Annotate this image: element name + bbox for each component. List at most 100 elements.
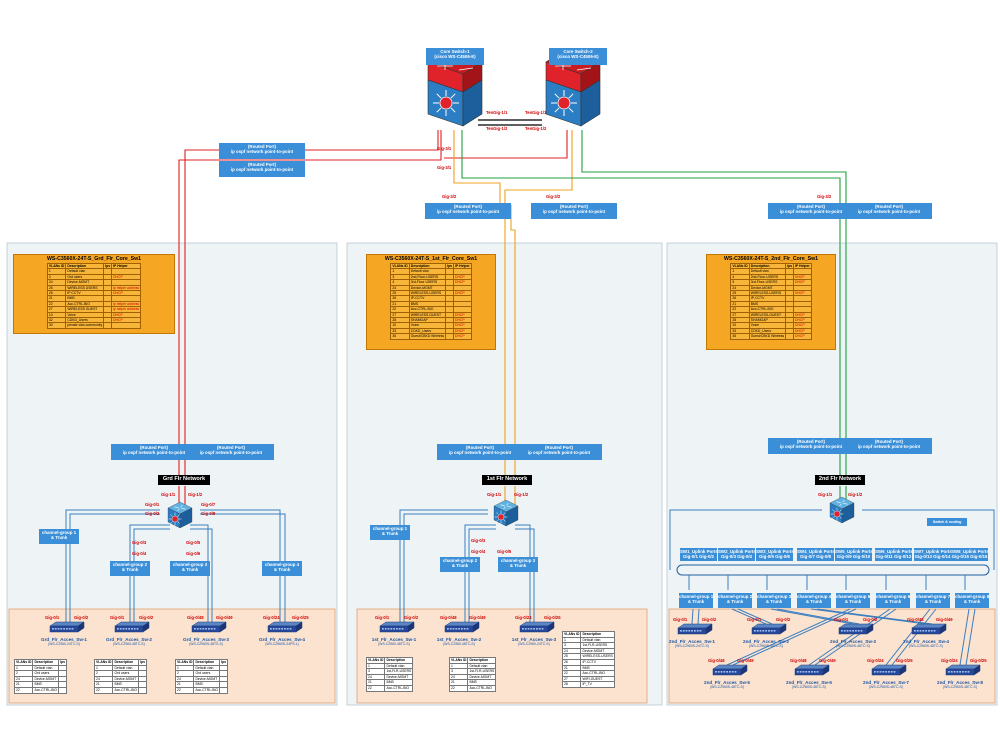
switch-model: (WS-C2960-48TC-S): [378, 642, 410, 646]
access-icon-part: [530, 628, 533, 630]
access-icon-part: [278, 628, 281, 630]
core-icon-part: [436, 107, 442, 113]
access-icon-part: [396, 628, 398, 630]
channel-group-name: channel-group 5: [836, 594, 870, 599]
channel-trunk: & Trunk: [924, 599, 942, 605]
switch-model: (WS-C2960S-48TC-S): [792, 685, 826, 689]
second-link: [808, 608, 891, 666]
access-icon-part: [122, 628, 125, 630]
switch-name: Grd_Flr_Acces_Sw-4: [259, 637, 305, 642]
routed-port-ospf: ip ospf network point-to-point: [779, 209, 843, 215]
grd-link: [200, 513, 286, 622]
access-icon-part: [387, 628, 390, 630]
core-icon-part: [462, 79, 483, 127]
grd-link: [190, 524, 209, 622]
first-link: [399, 509, 488, 622]
access-icon-part: [756, 630, 759, 632]
first-link: [403, 513, 488, 622]
routed-port-label: (Routed Port)ip ospf network point-to-po…: [188, 444, 274, 460]
access-icon-part: [705, 623, 713, 635]
column-header: VLANs ID: [390, 262, 410, 270]
first-link: [515, 528, 535, 622]
table-cell: DHCP: [453, 327, 472, 335]
routed-port-title: (Routed Port): [247, 144, 277, 149]
routed-port-title: (Routed Port): [796, 439, 826, 444]
port-label: Gig-3/2: [442, 194, 457, 199]
column-header: VLANs ID: [448, 657, 469, 664]
core-switch-1-name: Core Switch-1: [440, 49, 470, 54]
access-icon-part: [284, 628, 286, 630]
table-cell: [445, 333, 455, 340]
port-label: Gig-0/2: [145, 511, 160, 516]
access-icon-part: [54, 628, 57, 630]
channel-trunk: & Trunk: [50, 535, 68, 541]
table-cell: WIRELESS-USERS: [748, 289, 787, 297]
channel-group-label: channel-group 8& Trunk: [955, 593, 989, 608]
switch-icon-part: [500, 504, 505, 507]
access-switch-icon: [751, 623, 787, 635]
core-switch-2-name: Core Switch-2: [563, 49, 593, 54]
switch-routing-note: Switch & routing: [927, 518, 967, 526]
second-link: [732, 608, 857, 666]
table-cell: 3rd-Floor USERS: [408, 279, 447, 286]
first-link: [464, 524, 496, 622]
multilayer-switch-icon: [493, 499, 519, 527]
switch-model: (WS-C2960-48TC-S): [443, 642, 475, 646]
grd-link: [129, 524, 170, 622]
column-header: VLANs ID: [365, 657, 386, 664]
access-icon-part: [717, 671, 720, 673]
port-label: Gig-0/4: [471, 549, 486, 554]
access-icon-part: [393, 628, 395, 630]
core-icon-part: [450, 107, 456, 113]
second-link: [816, 608, 933, 625]
switch-icon-part: [833, 510, 841, 518]
access-icon-part: [973, 664, 981, 676]
uplink-ports-name: SW8_Uplink Ports: [951, 549, 988, 554]
channel-group-name: channel-group 1: [679, 594, 713, 599]
access-icon-part: [879, 671, 882, 673]
channel-group-label: channel-group 2& Trunk: [110, 561, 150, 576]
routed-port-label: (Routed Port)ip ospf network point-to-po…: [846, 438, 932, 454]
routed-port-title: (Routed Port): [453, 204, 483, 209]
switch-name: 1st_Flr_Acces_Sw-3: [511, 637, 557, 642]
column-header: Ips: [785, 262, 795, 270]
channel-group-name: channel-group 1: [41, 530, 77, 535]
access-icon-part: [66, 628, 68, 630]
access-icon-part: [731, 671, 734, 673]
access-icon-part: [948, 671, 950, 673]
channel-group-name: channel-group 2: [442, 558, 478, 563]
uplink-ports-list: Gig-0/15 Gig-0/16: [951, 554, 988, 560]
access-icon-part: [933, 630, 936, 632]
table-cell: DHCP: [453, 317, 472, 324]
access-icon-part: [205, 628, 207, 630]
routed-port-label: (Routed Port)ip ospf network point-to-po…: [111, 444, 197, 460]
access-icon-part: [816, 671, 819, 673]
port-label: Gig-0/49: [819, 658, 836, 663]
grd-link: [133, 528, 170, 622]
multilayer-switch-icon: [167, 501, 193, 529]
access-icon-part: [696, 630, 699, 632]
routed-port-label: (Routed Port)ip ospf network point-to-po…: [437, 444, 523, 460]
second-link: [810, 608, 927, 625]
switch-icon-part: [503, 519, 506, 522]
channel-trunk: & Trunk: [963, 599, 981, 605]
channel-group-label: channel-group 1& Trunk: [370, 525, 410, 540]
switch-model: (WS-C2960-24TC-S): [518, 642, 550, 646]
port-label: Gig-0/1: [375, 615, 390, 620]
port-label: Gig-3/2: [817, 194, 832, 199]
access-icon-part: [928, 630, 930, 632]
access-icon-part: [524, 628, 527, 630]
port-label: Gig-0/3: [132, 540, 147, 545]
uplink-ports-name: SW3_Uplink Ports: [756, 549, 793, 554]
uplink-ports-list: Gig-0/1 Gig-0/2: [683, 554, 714, 560]
access-switch-icon: [712, 664, 748, 676]
table-cell: ip helper address: [111, 300, 142, 308]
